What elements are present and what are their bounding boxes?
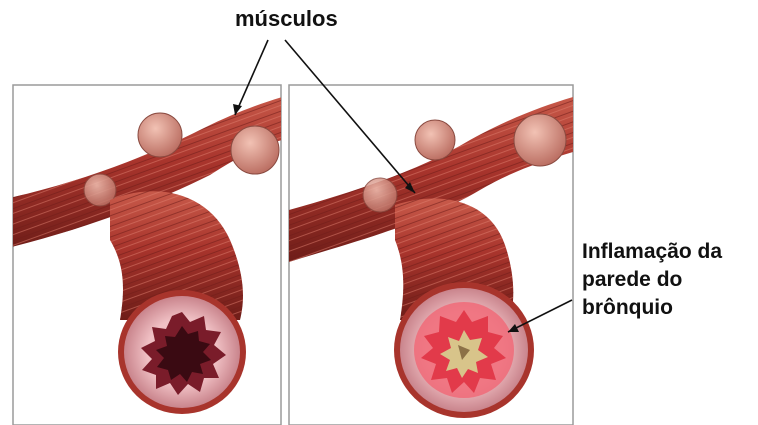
inflammation-label-line-2: parede do — [582, 266, 722, 294]
inflammation-label-line-1: Inflamação da — [582, 238, 722, 266]
cartilage-node — [514, 114, 566, 166]
inflammation-label-line-3: brônquio — [582, 294, 722, 322]
cartilage-node — [231, 126, 279, 174]
cartilage-node — [138, 113, 182, 157]
cartilage-node — [415, 120, 455, 160]
muscles-label: músculos — [235, 6, 338, 32]
normal-bronchus-panel — [0, 85, 300, 425]
inflamed-bronchus-panel — [289, 85, 580, 425]
inflammation-label: Inflamação da parede do brônquio — [582, 238, 722, 322]
